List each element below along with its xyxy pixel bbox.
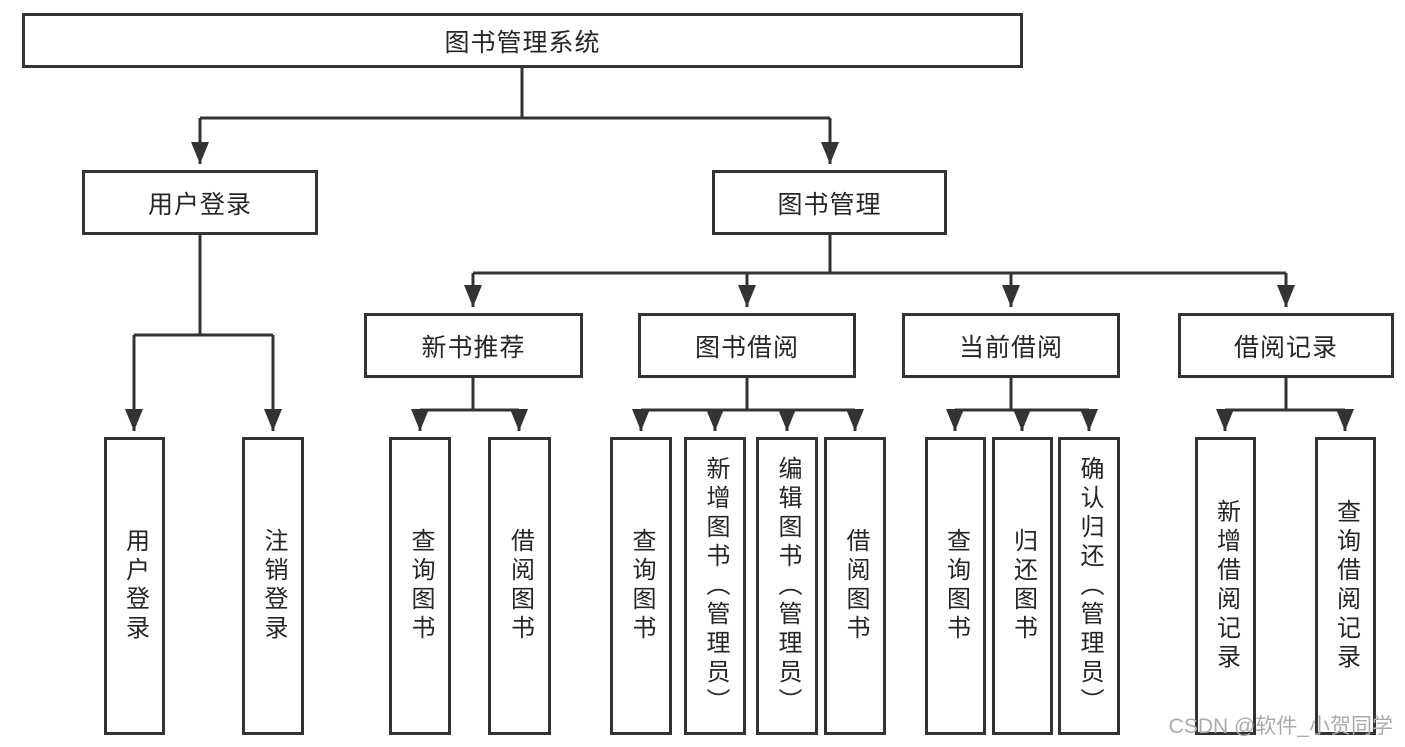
node-book-borrowing: 图书借阅 xyxy=(638,313,856,378)
node-leaf-query-books-current: 查询图书 xyxy=(925,437,986,735)
node-borrowing-records: 借阅记录 xyxy=(1178,313,1394,378)
node-leaf-query-books-recommend: 查询图书 xyxy=(389,437,451,735)
node-leaf-return-books: 归还图书 xyxy=(992,437,1053,735)
node-book-management: 图书管理 xyxy=(712,170,947,235)
node-leaf-user-login: 用户登录 xyxy=(104,437,165,735)
node-leaf-borrow-books-recommend: 借阅图书 xyxy=(488,437,551,735)
node-user-login: 用户登录 xyxy=(82,170,318,235)
node-current-borrowing: 当前借阅 xyxy=(902,313,1120,378)
node-leaf-query-books-borrowing: 查询图书 xyxy=(610,437,672,735)
node-leaf-add-book-admin: 新增图书（管理员） xyxy=(684,437,746,735)
node-leaf-confirm-return-admin: 确认归还（管理员） xyxy=(1058,437,1120,735)
node-leaf-borrow-books: 借阅图书 xyxy=(824,437,886,735)
node-library-management-system: 图书管理系统 xyxy=(22,13,1023,68)
node-leaf-add-borrow-record: 新增借阅记录 xyxy=(1195,437,1256,735)
node-new-book-recommendation: 新书推荐 xyxy=(364,313,583,378)
node-leaf-query-borrow-record: 查询借阅记录 xyxy=(1315,437,1376,735)
node-leaf-edit-book-admin: 编辑图书（管理员） xyxy=(756,437,818,735)
csdn-watermark: CSDN @软件_小贺同学 xyxy=(1168,715,1393,738)
node-leaf-logout: 注销登录 xyxy=(242,437,304,735)
